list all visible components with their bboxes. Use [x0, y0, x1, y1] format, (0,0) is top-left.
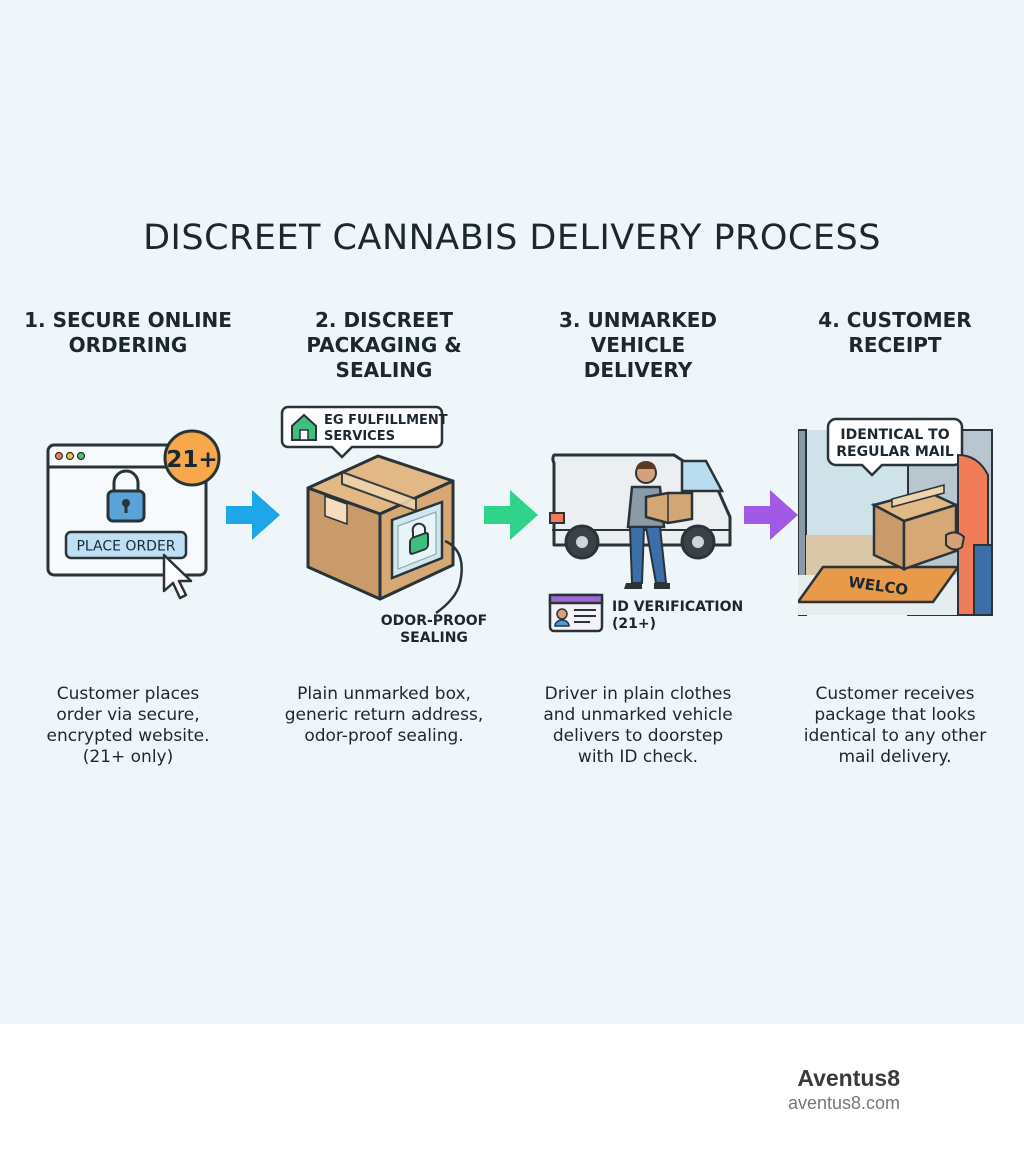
step-4-description: Customer receives package that looks ide… — [803, 684, 987, 767]
age-badge-label: 21+ — [166, 447, 217, 473]
window-dot-icon — [76, 451, 86, 461]
window-dot-icon — [54, 451, 64, 461]
sealing-label: SEALING — [400, 630, 468, 646]
place-order-button[interactable] — [64, 530, 188, 560]
secure-ordering-illustration: PLACE ORDER 21+ — [46, 429, 221, 600]
svg-text:IDENTICAL TO: IDENTICAL TO — [840, 427, 949, 443]
window-dot-icon — [65, 451, 75, 461]
age-badge — [163, 429, 221, 487]
customer-figure — [957, 453, 993, 616]
arrow-right-icon — [744, 490, 798, 540]
regular-mail-callout: IDENTICAL TO REGULAR MAIL — [826, 417, 964, 477]
brand-name: Aventus8 — [797, 1065, 900, 1091]
arrow-right-icon — [484, 490, 538, 540]
driver-figure — [624, 461, 694, 589]
receipt-illustration: WELCO IDENTICAL TO REGULAR MAIL — [798, 417, 993, 616]
step-1-title: 1. SECURE ONLINE ORDERING — [24, 308, 232, 357]
seal-pointer-line — [435, 539, 463, 615]
hand-icon — [945, 531, 966, 551]
padlock-icon — [106, 469, 146, 523]
infographic-panel: DISCREET CANNABIS DELIVERY PROCESS 1. SE… — [0, 0, 1024, 1024]
step-3-description: Driver in plain clothes and unmarked veh… — [543, 684, 733, 767]
id-verification-label: ID VERIFICATION — [612, 599, 743, 615]
delivery-illustration: ID VERIFICATION (21+) — [548, 453, 743, 633]
svg-text:REGULAR MAIL: REGULAR MAIL — [836, 444, 954, 460]
svg-text:EG FULFILLMENT: EG FULFILLMENT — [324, 413, 448, 428]
arrow-right-icon — [226, 490, 280, 540]
packaging-illustration: EG FULFILLMENT SERVICES ODOR-PROOF SEALI… — [280, 405, 487, 646]
step-2-description: Plain unmarked box, generic return addre… — [284, 684, 484, 746]
odor-proof-label: ODOR-PROOF — [381, 613, 487, 629]
brand-url-link[interactable]: aventus8.com — [787, 1093, 900, 1113]
fulfillment-callout: EG FULFILLMENT SERVICES — [280, 405, 448, 459]
svg-text:SERVICES: SERVICES — [324, 429, 395, 444]
step-4-title: 4. CUSTOMER RECEIPT — [818, 308, 972, 357]
id-age-label: (21+) — [612, 616, 656, 632]
package-box — [870, 484, 960, 571]
step-1-description: Customer places order via secure, encryp… — [46, 684, 210, 767]
id-card-icon — [548, 593, 604, 633]
step-2-title: 2. DISCREET PACKAGING & SEALING — [306, 308, 462, 382]
page-title: DISCREET CANNABIS DELIVERY PROCESS — [143, 218, 881, 258]
house-icon — [291, 413, 317, 441]
sealed-bag-icon — [390, 500, 444, 580]
cursor-icon — [162, 553, 193, 600]
place-order-label: PLACE ORDER — [76, 539, 175, 555]
step-3-title: 3. UNMARKED VEHICLE DELIVERY — [559, 308, 717, 382]
footer-brand: Aventus8 aventus8.com — [788, 1064, 900, 1114]
